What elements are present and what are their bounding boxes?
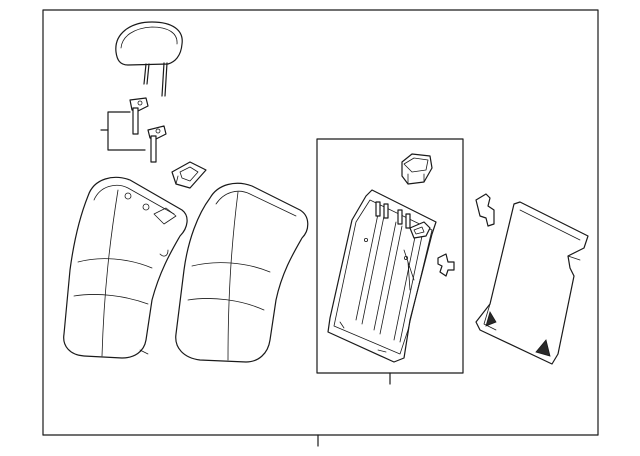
seat-back-cover: [63, 176, 188, 359]
outer-frame: [42, 9, 599, 447]
frame-assembly-box: [316, 138, 464, 385]
rear-panel: [475, 201, 589, 365]
escutcheon: [171, 161, 207, 189]
clip: [475, 193, 495, 227]
seat-back-pad: [175, 182, 309, 363]
headrest: [115, 21, 183, 97]
frame-bracket: [437, 253, 455, 277]
latch-cover: [401, 153, 433, 185]
seat-back-frame: [327, 189, 437, 363]
headrest-guides: [100, 97, 167, 163]
